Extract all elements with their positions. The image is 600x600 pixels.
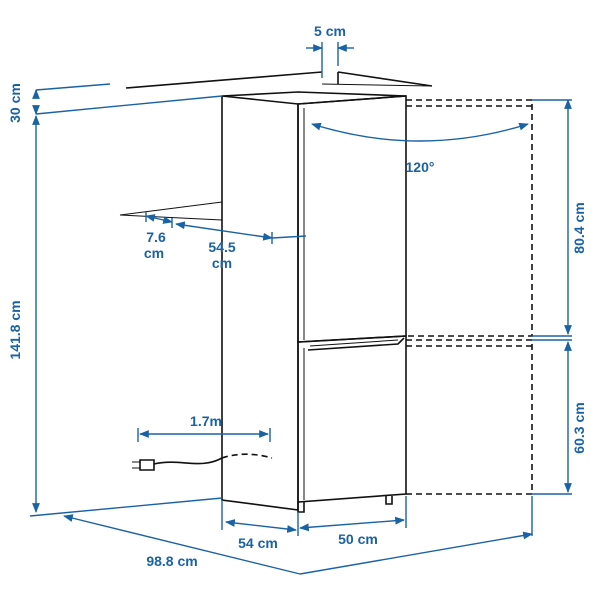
back-offset-1-value: 7.6 xyxy=(146,229,166,245)
door-angle-label: 120° xyxy=(406,159,435,175)
open-depth-label: 98.8 cm xyxy=(146,553,197,569)
upper-cabinet-outline xyxy=(125,71,433,89)
total-height-label: 141.8 cm xyxy=(7,300,23,359)
back-offset-2-value: 54.5 xyxy=(208,239,235,255)
power-cord xyxy=(132,453,273,471)
cord-length-label: 1.7m xyxy=(190,413,222,429)
open-door-outline xyxy=(406,99,533,495)
back-offset-1-unit: cm xyxy=(144,245,164,261)
clearance-label: 30 cm xyxy=(7,83,23,123)
upper-door-height-label: 80.4 cm xyxy=(571,202,587,253)
wall-outline xyxy=(119,201,223,221)
width-label: 50 cm xyxy=(338,531,378,547)
lower-door-height-label: 60.3 cm xyxy=(571,402,587,453)
dimension-lines xyxy=(29,42,572,575)
fridge-body xyxy=(221,91,407,513)
depth-label: 54 cm xyxy=(238,535,278,551)
top-gap-label: 5 cm xyxy=(314,23,346,39)
back-offset-2-unit: cm xyxy=(212,255,232,271)
